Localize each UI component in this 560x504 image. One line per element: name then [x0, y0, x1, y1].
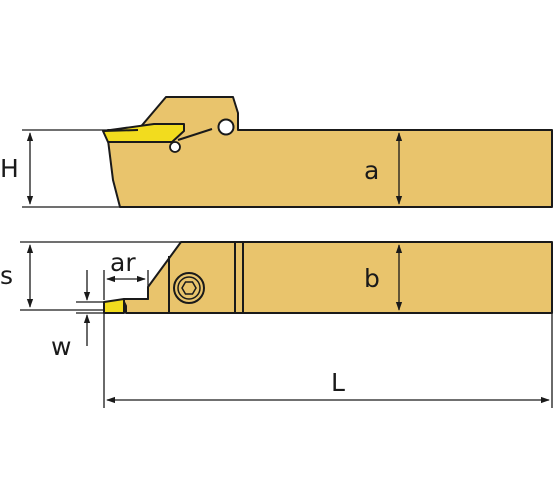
label-w: w: [51, 332, 71, 361]
label-s: s: [0, 261, 13, 290]
label-H: H: [0, 154, 19, 183]
label-b: b: [364, 264, 380, 293]
clamp-hole: [217, 118, 235, 136]
top-view: [103, 241, 553, 314]
dimension-L: L: [103, 313, 553, 408]
label-ar: ar: [110, 248, 136, 277]
clamp-screw-side: [169, 141, 181, 153]
dimension-ar: ar: [103, 248, 149, 300]
side-view: [102, 96, 553, 208]
grooving-insert-top: [103, 298, 125, 314]
dimension-b: b: [364, 244, 403, 311]
dimension-w: w: [51, 270, 104, 361]
hex-socket-screw-icon: [173, 272, 205, 304]
label-a: a: [364, 156, 379, 185]
dimension-H: H: [0, 129, 120, 208]
dimension-a: a: [364, 132, 403, 205]
dimension-s: s: [0, 241, 181, 311]
label-L: L: [331, 368, 345, 397]
grooving-insert-side: [102, 123, 185, 143]
clamp-slot: [177, 128, 213, 141]
